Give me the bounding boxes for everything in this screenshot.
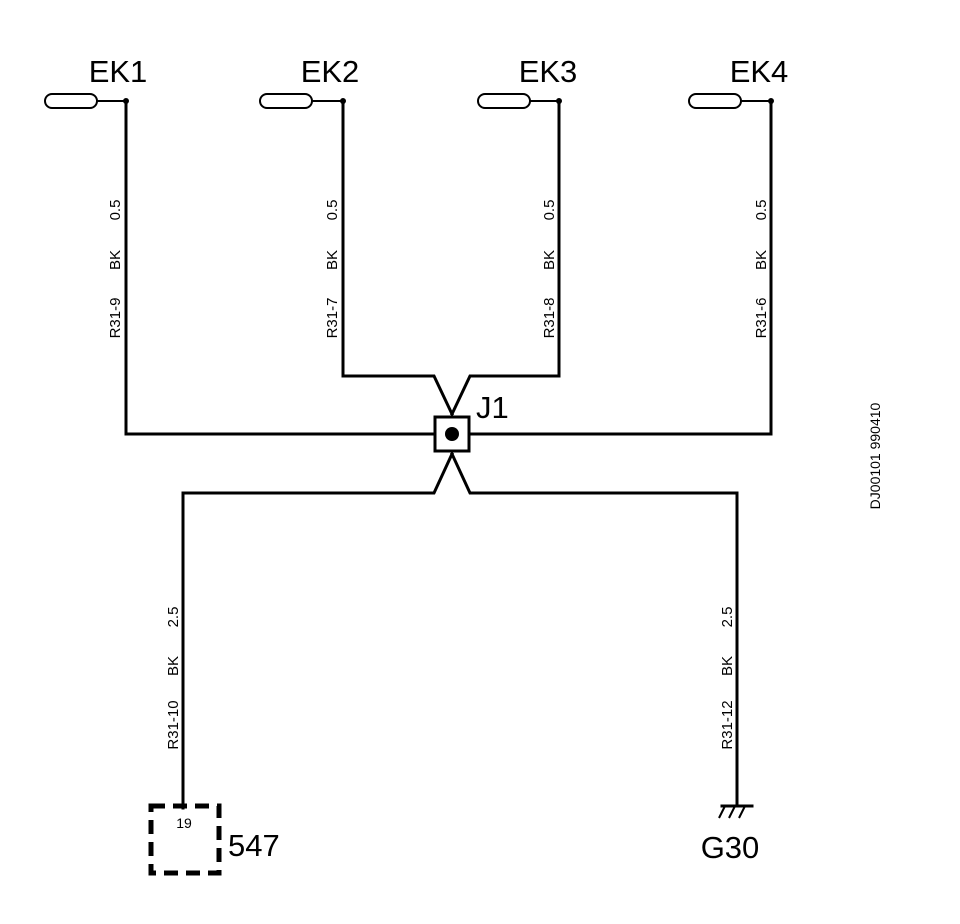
wire-labels-ek2: 0.5 BK R31-7 [324,200,341,339]
wire-ek3-color: BK [541,250,558,270]
ground-label: G30 [701,830,760,865]
ek3-label: EK3 [519,54,578,89]
module-box [148,803,222,876]
ek1-label: EK1 [89,54,148,89]
wire-ek4-gauge: 0.5 [753,200,770,221]
wire-labels-ek1: 0.5 BK R31-9 [107,200,124,339]
wire-ground-color: BK [719,656,736,676]
wire-module-color: BK [165,656,182,676]
component-ek1: EK1 [44,54,148,109]
ek4-label: EK4 [730,54,789,89]
module-547: 19 547 [148,803,280,876]
wire-ek3-circuit: R31-8 [541,298,558,339]
reference-code: DJ00101 990410 [867,402,883,509]
wire-ground-circuit: R31-12 [719,700,736,749]
wire-ground [450,452,739,808]
ek2-sensor-shape [259,93,313,109]
wire-ek1 [124,99,436,436]
ek1-sensor-shape [44,93,98,109]
module-pin-label: 19 [176,815,192,831]
module-label: 547 [228,828,280,863]
junction-j1: J1 [433,390,509,453]
wire-ek1-gauge: 0.5 [107,200,124,221]
junction-label: J1 [476,390,509,425]
wire-labels-module: 2.5 BK R31-10 [165,607,182,750]
component-ek3: EK3 [477,54,578,109]
wire-ek3 [450,99,561,416]
wire-ek2 [341,99,454,416]
wire-module-circuit: R31-10 [165,700,182,749]
wire-ek3-gauge: 0.5 [541,200,558,221]
wire-ek1-circuit: R31-9 [107,298,124,339]
ground-hatch-2 [728,805,736,819]
wire-ground-gauge: 2.5 [719,607,736,628]
wire-ek2-gauge: 0.5 [324,200,341,221]
wire-labels-ek3: 0.5 BK R31-8 [541,200,558,339]
ek4-sensor-shape [688,93,742,109]
ek2-label: EK2 [301,54,360,89]
junction-dot [445,427,459,441]
wire-ek4 [468,99,773,436]
component-ek4: EK4 [688,54,789,109]
wire-ek1-color: BK [107,250,124,270]
wire-ek4-color: BK [753,250,770,270]
ground-hatch-3 [738,805,746,819]
wire-ek2-color: BK [324,250,341,270]
wire-ek4-circuit: R31-6 [753,298,770,339]
wire-module-gauge: 2.5 [165,607,182,628]
ground-hatch-1 [718,805,726,819]
wire-labels-ek4: 0.5 BK R31-6 [753,200,770,339]
wire-ek2-circuit: R31-7 [324,298,341,339]
ek3-sensor-shape [477,93,531,109]
wire-labels-ground: 2.5 BK R31-12 [719,607,736,750]
ground-g30: G30 [701,804,760,865]
wire-module [181,452,454,810]
